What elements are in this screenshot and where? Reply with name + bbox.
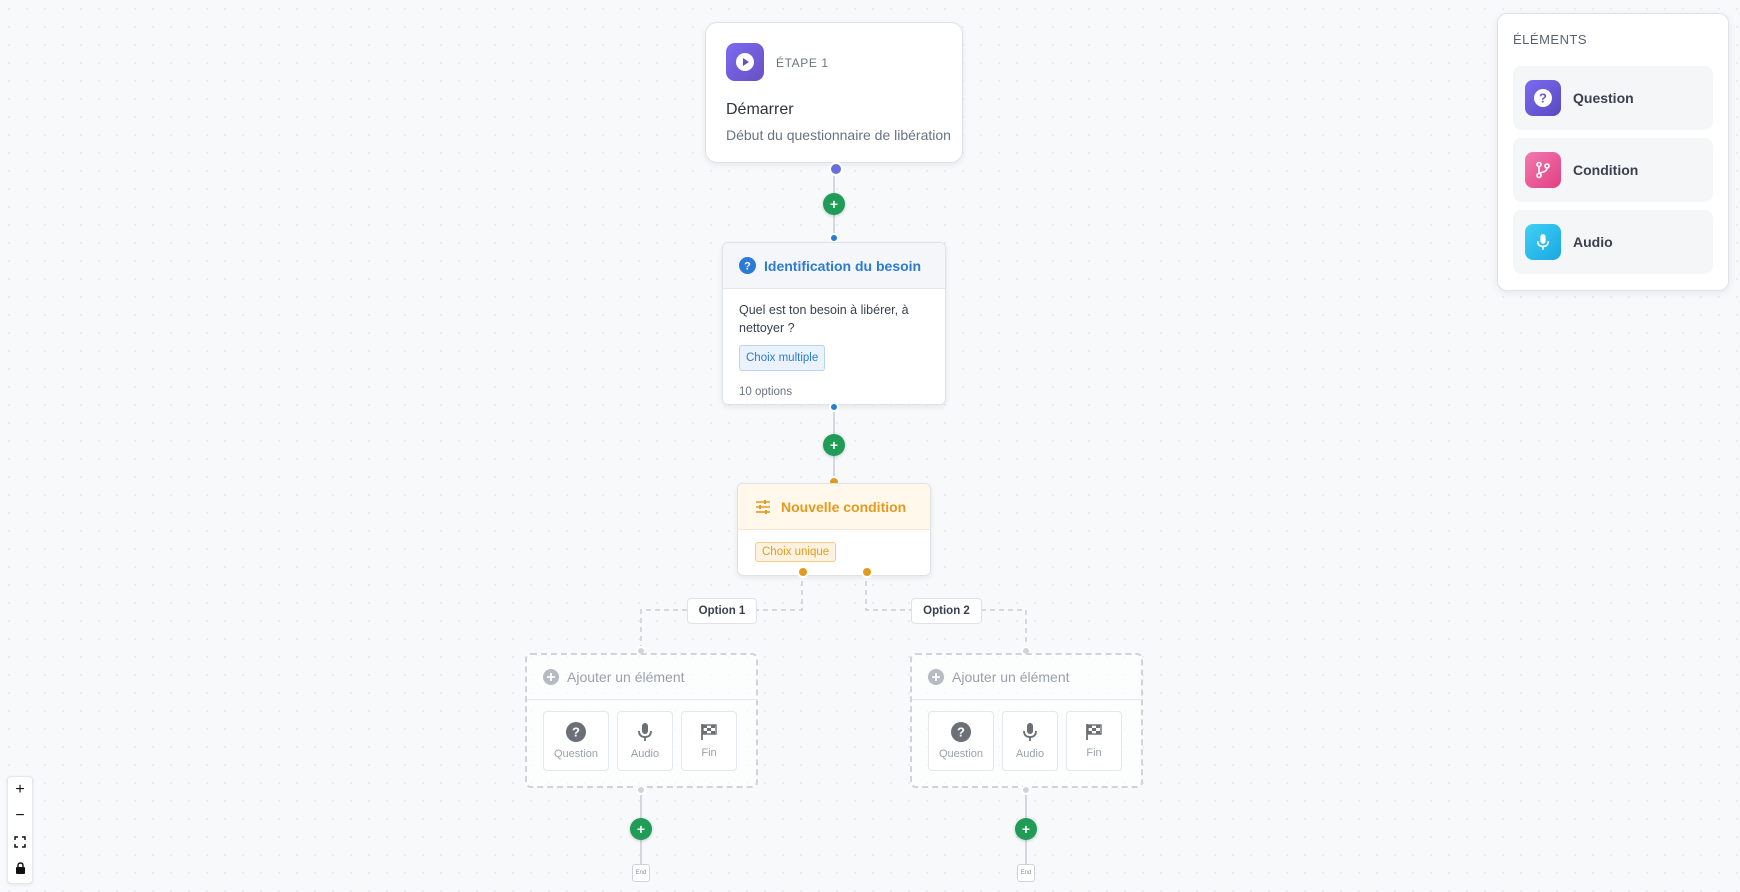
condition-type-chip: Choix unique xyxy=(755,542,837,562)
plus-circle-icon xyxy=(543,669,559,685)
branch-label-option-1[interactable]: Option 1 xyxy=(687,598,757,624)
add-audio-option[interactable]: Audio xyxy=(617,711,673,771)
condition-output-handle-2[interactable] xyxy=(861,566,873,578)
add-end-option[interactable]: Fin xyxy=(681,711,737,771)
svg-text:?: ? xyxy=(744,261,751,273)
add-audio-option[interactable]: Audio xyxy=(1002,711,1058,771)
start-node[interactable]: ÉTAPE 1 Démarrer Début du questionnaire … xyxy=(705,22,963,163)
condition-node[interactable]: Nouvelle condition Choix unique xyxy=(737,483,931,576)
add-element-placeholder[interactable]: Ajouter un élément ? Question Audio Fin xyxy=(910,653,1143,788)
zoom-in-button[interactable]: + xyxy=(15,781,25,798)
checkered-flag-icon xyxy=(1086,724,1102,740)
lock-button[interactable] xyxy=(8,855,32,881)
question-circle-icon: ? xyxy=(739,257,756,274)
plus-circle-icon xyxy=(928,669,944,685)
condition-output-handle-1[interactable] xyxy=(797,566,809,578)
branch-label-option-2[interactable]: Option 2 xyxy=(911,598,982,624)
canvas-controls: + − xyxy=(7,776,33,884)
zoom-out-button[interactable]: − xyxy=(15,807,25,824)
microphone-icon xyxy=(1023,723,1037,741)
start-output-handle[interactable] xyxy=(829,162,843,176)
add-question-option[interactable]: ? Question xyxy=(543,711,609,771)
element-question[interactable]: ? Question xyxy=(1513,66,1713,130)
placeholder-output-handle[interactable] xyxy=(1021,785,1031,795)
question-type-chip: Choix multiple xyxy=(739,345,826,371)
svg-text:?: ? xyxy=(572,725,580,740)
question-output-handle[interactable] xyxy=(829,402,839,412)
question-icon: ? xyxy=(566,722,586,742)
start-title: Démarrer xyxy=(726,101,794,118)
microphone-icon xyxy=(638,723,652,741)
add-step-button[interactable]: + xyxy=(1015,818,1037,840)
svg-text:?: ? xyxy=(957,725,965,740)
question-title: Identification du besoin xyxy=(764,257,922,274)
svg-text:?: ? xyxy=(1539,91,1547,106)
add-element-placeholder[interactable]: Ajouter un élément ? Question Audio Fin xyxy=(525,653,758,788)
checkered-flag-icon xyxy=(701,724,717,740)
elements-panel: ÉLÉMENTS ? Question Condition Audio xyxy=(1497,13,1729,291)
start-description: Début du questionnaire de libération xyxy=(726,127,951,143)
end-node[interactable]: End xyxy=(632,864,650,882)
add-question-option[interactable]: ? Question xyxy=(928,711,994,771)
question-node[interactable]: ? Identification du besoin Quel est ton … xyxy=(722,242,946,405)
add-end-option[interactable]: Fin xyxy=(1066,711,1122,771)
question-icon: ? xyxy=(951,722,971,742)
add-element-label: Ajouter un élément xyxy=(567,669,685,685)
fit-view-button[interactable] xyxy=(8,829,32,855)
step-label: ÉTAPE 1 xyxy=(776,56,829,70)
add-step-button[interactable]: + xyxy=(823,434,845,456)
question-icon: ? xyxy=(1525,80,1561,116)
element-condition[interactable]: Condition xyxy=(1513,138,1713,202)
placeholder-output-handle[interactable] xyxy=(636,785,646,795)
fit-view-icon xyxy=(14,836,26,848)
options-count: 10 options xyxy=(739,386,793,398)
add-step-button[interactable]: + xyxy=(630,818,652,840)
condition-title: Nouvelle condition xyxy=(781,498,907,515)
microphone-icon xyxy=(1525,224,1561,260)
lock-icon xyxy=(15,862,25,874)
question-text: Quel est ton besoin à libérer, à nettoye… xyxy=(739,303,909,335)
element-audio[interactable]: Audio xyxy=(1513,210,1713,274)
play-icon xyxy=(726,43,764,81)
branch-icon xyxy=(1525,152,1561,188)
add-element-label: Ajouter un élément xyxy=(952,669,1070,685)
sliders-icon xyxy=(756,499,770,514)
elements-panel-title: ÉLÉMENTS xyxy=(1513,32,1588,47)
end-node[interactable]: End xyxy=(1017,864,1035,882)
add-step-button[interactable]: + xyxy=(823,193,845,215)
